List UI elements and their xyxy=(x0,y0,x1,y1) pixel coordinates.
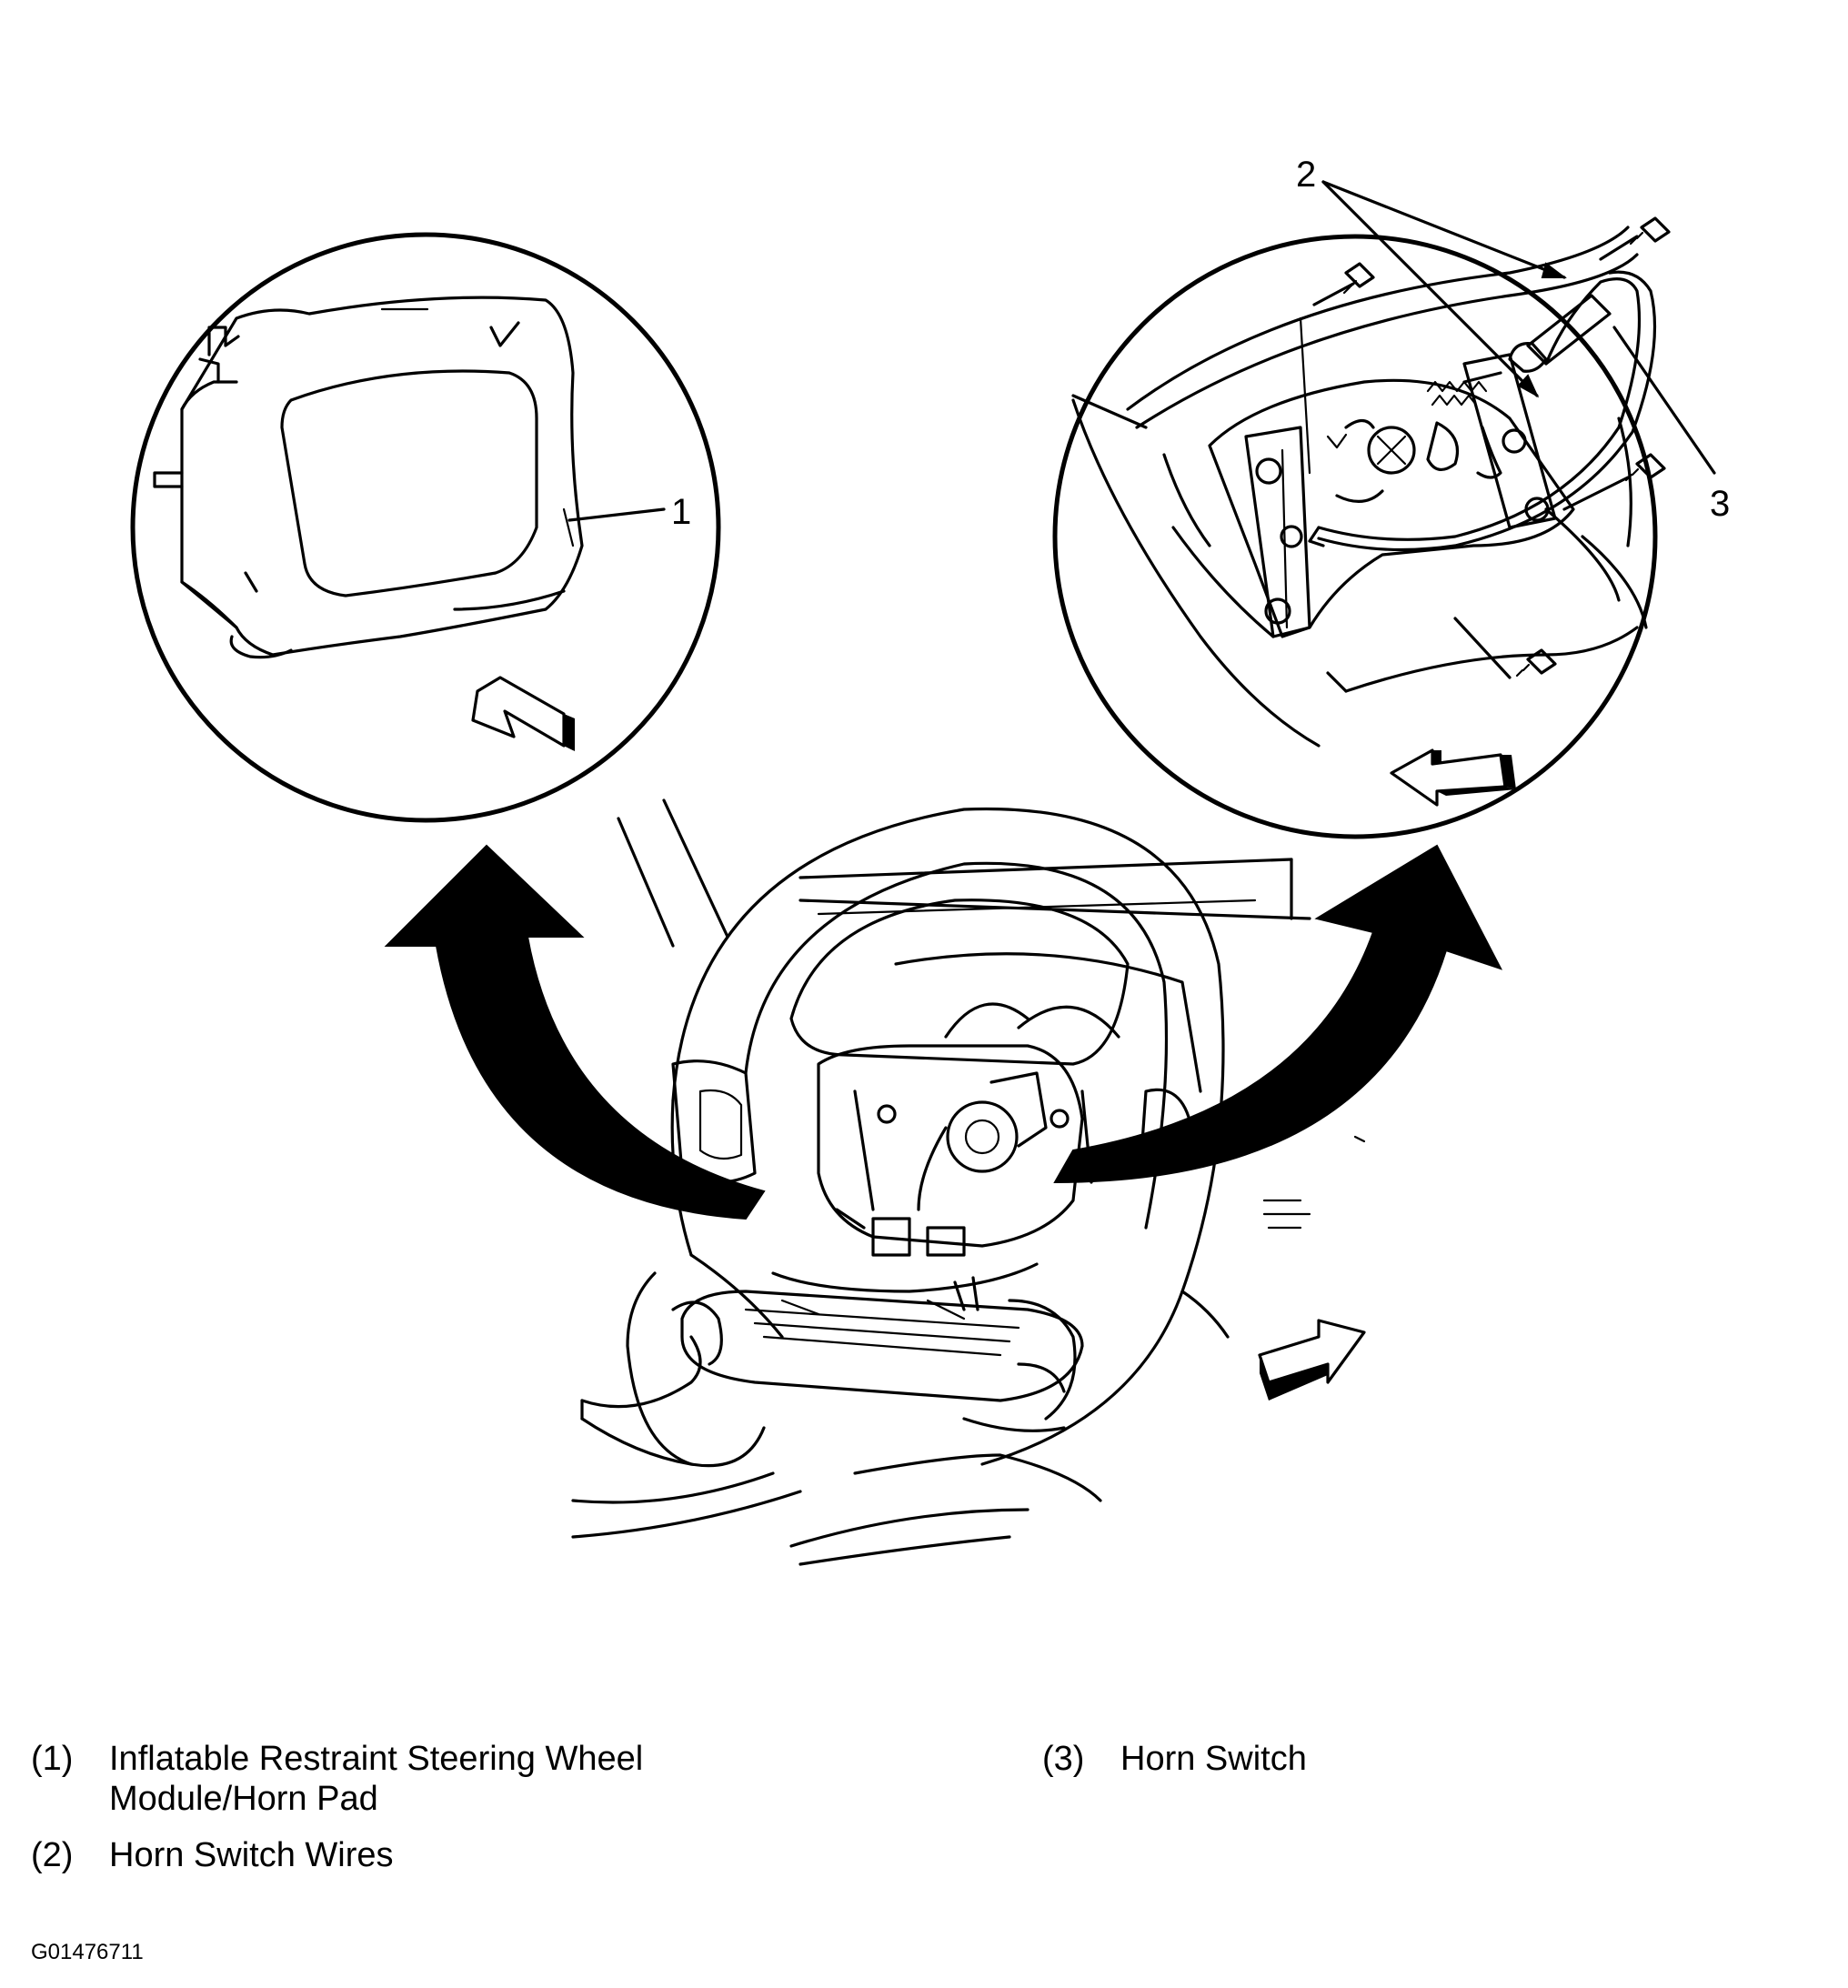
legend-text: Horn Switch xyxy=(1120,1740,1307,1778)
callout-2: 2 xyxy=(1296,155,1316,195)
direction-arrow-lower-right xyxy=(1258,1319,1366,1401)
leader-line-1 xyxy=(567,507,666,522)
steering-wheel-horn-diagram: 1 xyxy=(130,155,1730,1566)
screw-bottom xyxy=(1453,617,1557,679)
legend-item-1: (1) Inflatable Restraint Steering Wheel … xyxy=(31,1739,849,1830)
screw-top-right xyxy=(1599,216,1671,261)
detail-circle-horn-pad: 1 xyxy=(130,232,721,823)
legend-text: Inflatable Restraint Steering Wheel xyxy=(109,1740,644,1778)
horn-switch-assembly xyxy=(1071,216,1671,748)
legend-item-3: (3) Horn Switch xyxy=(1042,1739,1679,1784)
direction-arrow-right-circle xyxy=(1390,748,1516,807)
screw-top-left xyxy=(1312,262,1375,306)
detail-circle-horn-switch: 2 3 xyxy=(1052,155,1730,839)
legend-number: (2) xyxy=(31,1836,74,1874)
figure-code: G01476711 xyxy=(31,1940,144,1964)
screw-right xyxy=(1562,453,1666,511)
steering-wheel-scene xyxy=(571,798,1366,1566)
horn-pad-module xyxy=(153,296,584,659)
callout-1: 1 xyxy=(671,492,691,532)
callout-3: 3 xyxy=(1710,484,1730,524)
direction-arrow-left-circle xyxy=(471,676,575,751)
leader-lines-2 xyxy=(1321,180,1567,398)
legend-text-cont: Module/Horn Pad xyxy=(109,1780,378,1818)
legend-number: (1) xyxy=(31,1740,74,1778)
curved-arrow-left xyxy=(384,844,766,1220)
leader-line-3 xyxy=(1612,326,1716,475)
legend-item-2: (2) Horn Switch Wires xyxy=(31,1835,849,1881)
curved-arrow-right xyxy=(1053,844,1503,1184)
legend-text: Horn Switch Wires xyxy=(109,1836,394,1874)
legend-number: (3) xyxy=(1042,1740,1085,1778)
